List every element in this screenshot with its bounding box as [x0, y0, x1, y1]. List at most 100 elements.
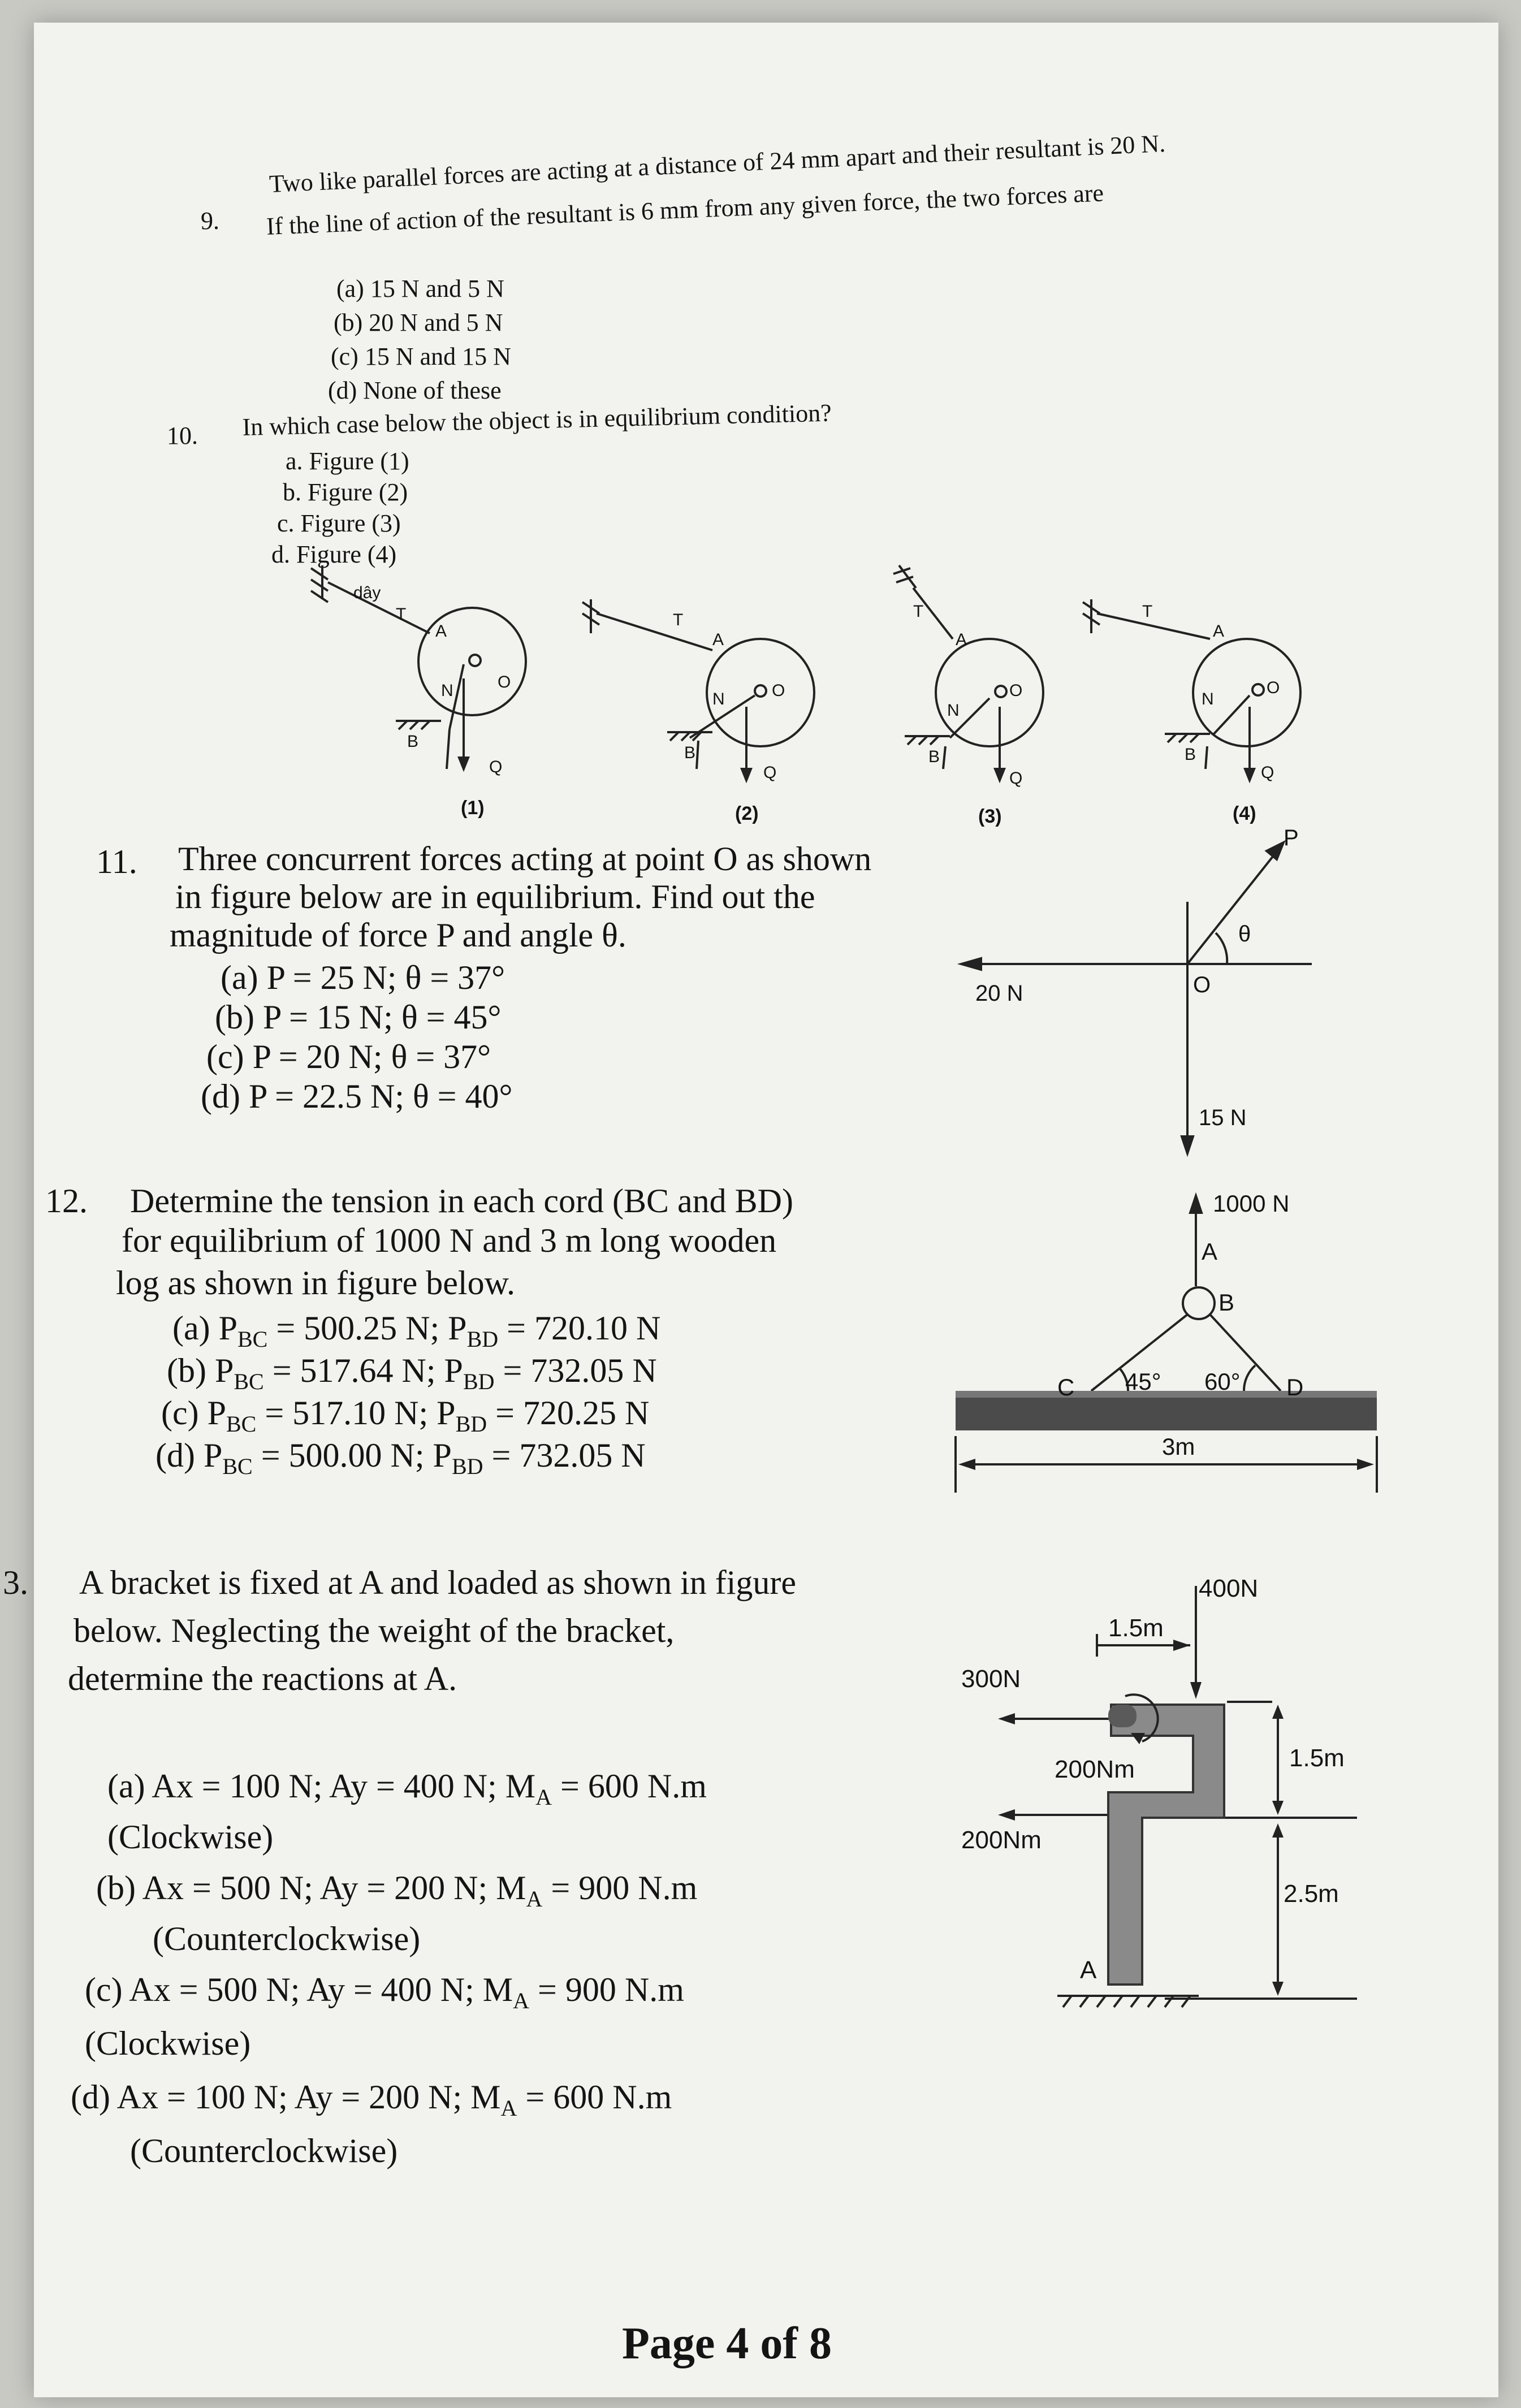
option-c-direction: (Clockwise) — [85, 2025, 251, 2062]
weight-label: Q — [763, 763, 777, 782]
option-c[interactable]: (c) 15 N and 15 N — [331, 343, 511, 370]
point-a-label: A — [1202, 1238, 1218, 1265]
option-text: (c) Ax = 500 N; Ay = 400 N; M — [85, 1971, 513, 2008]
weight-label: Q — [1009, 769, 1023, 788]
subscript: A — [526, 1886, 543, 1912]
point-b-label: B — [928, 747, 940, 766]
option-a[interactable]: (a) 15 N and 5 N — [336, 275, 504, 302]
option-a[interactable]: (a) Ax = 100 N; Ay = 400 N; MA = 600 N.m — [107, 1767, 707, 1810]
option-b-direction: (Counterclockwise) — [153, 1920, 421, 1957]
question-text-line: log as shown in figure below. — [116, 1264, 515, 1302]
point-o-label: O — [1193, 972, 1211, 997]
subscript: A — [535, 1784, 552, 1810]
option-a[interactable]: a. Figure (1) — [286, 447, 409, 475]
point-b-label: B — [1218, 1289, 1235, 1316]
angle-theta-label: θ — [1238, 922, 1251, 946]
option-a[interactable]: (a) P = 25 N; θ = 37° — [221, 959, 505, 996]
tension-bd-value: 720.10 N — [534, 1309, 661, 1347]
point-a-label: A — [1213, 622, 1225, 641]
option-d[interactable]: (d) PBC = 500.00 N; PBD = 732.05 N — [155, 1437, 646, 1479]
mid-force-label: 200Nm — [961, 1826, 1042, 1854]
option-b[interactable]: (b) PBC = 517.64 N; PBD = 732.05 N — [167, 1352, 657, 1394]
question-text-line: Determine the tension in each cord (BC a… — [130, 1182, 793, 1220]
weight-label: Q — [1261, 763, 1274, 782]
page-number: Page 4 of 8 — [622, 2319, 832, 2368]
option-b[interactable]: (b) 20 N and 5 N — [334, 309, 503, 336]
question-text-line: below. Neglecting the weight of the brac… — [74, 1612, 675, 1649]
q13-bracket-diagram — [998, 1586, 1357, 2008]
point-c-label: C — [1057, 1374, 1075, 1400]
option-label: (c) — [161, 1394, 199, 1432]
option-c[interactable]: c. Figure (3) — [277, 509, 401, 537]
weight-force-label: 1000 N — [1213, 1190, 1290, 1217]
question-text-line: A bracket is fixed at A and loaded as sh… — [79, 1564, 797, 1601]
question-number: 9. — [201, 207, 219, 235]
point-d-label: D — [1286, 1374, 1304, 1400]
figure-3-diagram — [893, 564, 1044, 784]
option-b[interactable]: (b) Ax = 500 N; Ay = 200 N; MA = 900 N.m — [96, 1869, 697, 1912]
support-a-label: A — [1080, 1956, 1097, 1984]
center-label: O — [772, 681, 785, 700]
point-b-label: B — [407, 732, 419, 751]
tension-label: T — [1142, 602, 1153, 621]
tension-bc-value: 517.10 N — [292, 1394, 419, 1432]
left-force-label: 20 N — [975, 981, 1023, 1006]
question-text-line: for equilibrium of 1000 N and 3 m long w… — [122, 1222, 777, 1259]
length-label: 3m — [1162, 1433, 1195, 1460]
normal-label: N — [1202, 690, 1214, 708]
angle-d-label: 60° — [1204, 1368, 1241, 1395]
moment-label: 200Nm — [1055, 1756, 1135, 1783]
option-text: (a) Ax = 100 N; Ay = 400 N; M — [107, 1767, 536, 1805]
question-number: 11. — [96, 843, 137, 880]
angle-c-label: 45° — [1125, 1368, 1161, 1395]
center-label: O — [1009, 681, 1023, 700]
tension-bc-value: 500.00 N — [288, 1437, 415, 1474]
point-b-label: B — [684, 743, 696, 762]
option-text: (d) Ax = 100 N; Ay = 200 N; M — [71, 2078, 501, 2116]
center-label: O — [1267, 678, 1280, 697]
option-d[interactable]: (d) Ax = 100 N; Ay = 200 N; MA = 600 N.m — [71, 2078, 672, 2121]
normal-label: N — [441, 681, 453, 700]
q10-figures — [310, 564, 1302, 784]
option-d[interactable]: d. Figure (4) — [271, 541, 397, 568]
option-text: = 900 N.m — [542, 1869, 698, 1906]
tension-label: T — [673, 611, 684, 629]
figure-caption: (1) — [461, 797, 485, 819]
subscript: A — [513, 1988, 530, 2013]
question-text-line: in figure below are in equilibrium. Find… — [175, 878, 815, 915]
question-number: 12. — [45, 1182, 88, 1220]
q11-force-diagram — [957, 840, 1312, 1157]
question-number: 10. — [167, 422, 198, 449]
option-c[interactable]: (c) PBC = 517.10 N; PBD = 720.25 N — [161, 1394, 650, 1437]
option-c[interactable]: (c) P = 20 N; θ = 37° — [206, 1038, 491, 1075]
tension-label: T — [913, 602, 924, 621]
point-b-label: B — [1185, 745, 1196, 764]
option-b[interactable]: b. Figure (2) — [283, 478, 408, 506]
option-b[interactable]: (b) P = 15 N; θ = 45° — [215, 998, 502, 1036]
point-a-label: A — [712, 630, 724, 649]
bracket-shape — [1107, 1704, 1225, 1986]
option-c[interactable]: (c) Ax = 500 N; Ay = 400 N; MA = 900 N.m — [85, 1970, 684, 2014]
figure-1-diagram — [310, 565, 527, 772]
height-2-label: 2.5m — [1284, 1880, 1339, 1908]
option-a[interactable]: (a) PBC = 500.25 N; PBD = 720.10 N — [172, 1309, 661, 1352]
option-d-direction: (Counterclockwise) — [130, 2132, 398, 2169]
option-text: = 600 N.m — [552, 1767, 707, 1805]
question-text-line: Three concurrent forces acting at point … — [178, 840, 872, 877]
down-force-label: 15 N — [1199, 1105, 1247, 1130]
option-d[interactable]: (d) P = 22.5 N; θ = 40° — [201, 1078, 513, 1115]
weight-label: Q — [489, 758, 503, 776]
option-d[interactable]: (d) None of these — [328, 377, 502, 404]
tension-bd-value: 732.05 N — [519, 1437, 646, 1474]
subscript: A — [500, 2095, 517, 2121]
figure-caption: (4) — [1233, 803, 1256, 824]
top-force-label: 400N — [1199, 1575, 1259, 1602]
option-label: (b) — [167, 1352, 206, 1389]
point-a-label: A — [435, 622, 447, 641]
tension-bd-value: 732.05 N — [530, 1352, 657, 1389]
q12-log-diagram — [954, 1192, 1378, 1493]
center-label: O — [498, 673, 511, 691]
option-text: = 600 N.m — [517, 2078, 672, 2116]
tension-bd-value: 720.25 N — [522, 1394, 650, 1432]
question-text-line: magnitude of force P and angle θ. — [170, 916, 626, 954]
